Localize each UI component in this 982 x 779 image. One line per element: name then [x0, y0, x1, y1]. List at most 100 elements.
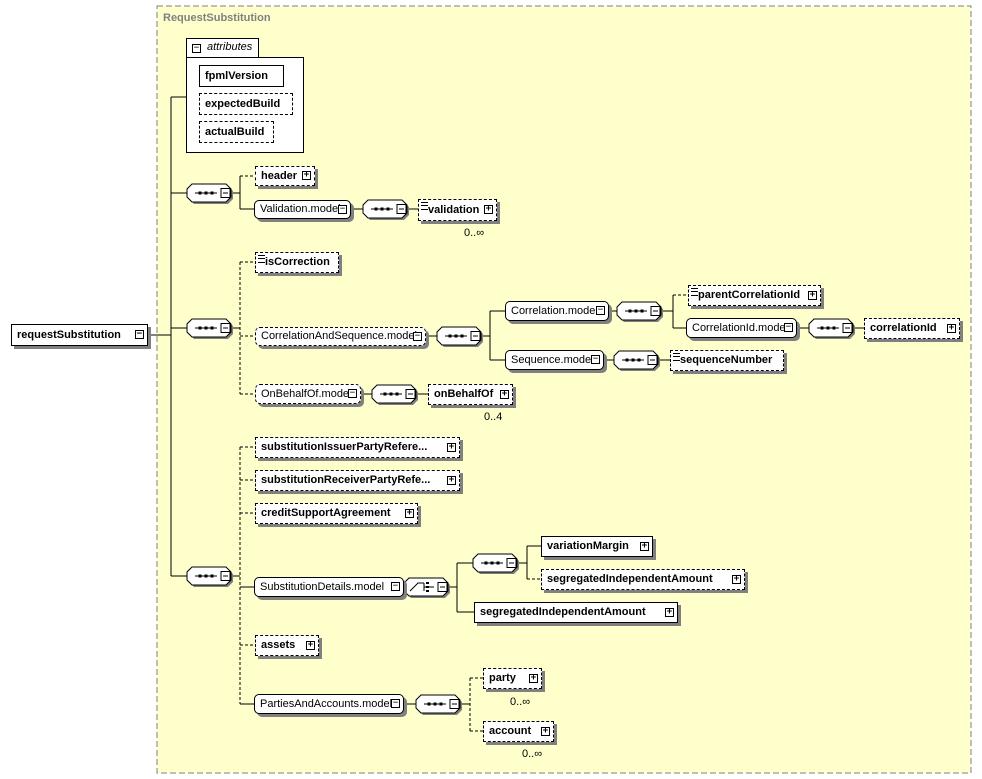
collapse-icon[interactable]: −: [391, 581, 400, 591]
element-variationmargin[interactable]: variationMargin +: [541, 536, 653, 557]
sequence-compositor-icon[interactable]: [808, 318, 855, 339]
element-sequencenumber-label: sequenceNumber: [680, 354, 773, 366]
cardinality-party: 0..∞: [510, 696, 531, 708]
sequence-compositor-icon[interactable]: [371, 384, 418, 405]
element-header[interactable]: header +: [255, 166, 315, 186]
element-correlationid[interactable]: correlationId +: [864, 318, 960, 339]
element-account[interactable]: account +: [483, 721, 554, 742]
compositor-shapes: [186, 183, 855, 715]
expand-icon[interactable]: +: [405, 507, 414, 518]
group-substitutiondetails-model-label: SubstitutionDetails.model: [260, 580, 385, 593]
root-element-label: requestSubstitution: [17, 328, 121, 341]
sequence-compositor-icon[interactable]: [436, 326, 483, 347]
element-onbehalfof-label: onBehalfOf: [434, 388, 494, 400]
group-correlationandsequence-label: CorrelationAndSequence.model: [261, 330, 417, 342]
group-correlationid-model-label: CorrelationId.model: [692, 321, 788, 334]
element-assets[interactable]: assets +: [255, 635, 319, 656]
element-iscorrection[interactable]: isCorrection: [255, 252, 339, 273]
collapse-icon[interactable]: −: [338, 203, 347, 214]
element-receiver-label: substitutionReceiverPartyRefe...: [261, 474, 431, 486]
attribute-actualbuild[interactable]: actualBuild: [199, 121, 274, 143]
element-validation-label: validation: [428, 203, 480, 216]
attributes-tab[interactable]: − attributes: [186, 38, 259, 58]
element-party[interactable]: party +: [483, 668, 542, 689]
expand-icon[interactable]: +: [447, 441, 456, 452]
element-creditsupportagreement[interactable]: creditSupportAgreement +: [255, 503, 418, 524]
element-validation[interactable]: validation +: [418, 199, 497, 221]
simple-content-icon: [258, 255, 265, 263]
expand-icon[interactable]: +: [500, 388, 509, 399]
expand-icon[interactable]: +: [541, 725, 550, 736]
group-validation-model[interactable]: Validation.model −: [254, 200, 351, 219]
attributes-label: attributes: [207, 41, 253, 53]
attribute-fpmlversion[interactable]: fpmlVersion: [199, 65, 284, 87]
group-onbehalfof-model[interactable]: OnBehalfOf.model −: [255, 384, 361, 404]
expand-icon[interactable]: +: [529, 672, 538, 683]
element-substitutionissuerpartyreference[interactable]: substitutionIssuerPartyRefere... +: [255, 437, 460, 458]
cardinality-onbehalfof: 0..4: [484, 411, 503, 423]
composite-title: RequestSubstitution: [163, 12, 271, 24]
collapse-icon[interactable]: −: [784, 322, 793, 332]
expand-icon[interactable]: +: [306, 639, 315, 650]
expand-icon[interactable]: +: [665, 606, 674, 617]
sequence-compositor-icon[interactable]: [415, 694, 462, 715]
group-validation-model-label: Validation.model: [260, 203, 341, 215]
collapse-icon[interactable]: −: [591, 354, 600, 364]
element-header-label: header: [261, 169, 298, 182]
sequence-compositor-icon[interactable]: [362, 199, 409, 220]
group-sequence-model[interactable]: Sequence.model −: [505, 350, 604, 370]
element-onbehalfof[interactable]: onBehalfOf +: [428, 384, 513, 405]
cardinality-validation: 0..∞: [464, 227, 485, 239]
element-party-label: party: [489, 672, 516, 684]
expand-icon[interactable]: +: [484, 204, 493, 214]
collapse-icon[interactable]: −: [135, 329, 144, 339]
element-creditsupportagreement-label: creditSupportAgreement: [261, 507, 391, 519]
element-parentcorrelationid[interactable]: parentCorrelationId +: [688, 285, 821, 306]
element-issuer-label: substitutionIssuerPartyRefere...: [261, 441, 428, 453]
element-segregatedia-label: segregatedIndependentAmount: [480, 606, 646, 618]
sequence-compositor-icon[interactable]: [186, 566, 233, 587]
collapse-icon[interactable]: −: [192, 43, 201, 53]
sequence-compositor-icon[interactable]: [186, 318, 233, 339]
collapse-icon[interactable]: −: [391, 698, 400, 708]
collapse-icon[interactable]: −: [413, 330, 422, 341]
element-correlationid-label: correlationId: [870, 322, 937, 334]
simple-content-icon: [691, 288, 698, 296]
element-iscorrection-label: isCorrection: [265, 256, 330, 268]
sequence-compositor-icon[interactable]: [472, 553, 519, 574]
element-sequencenumber[interactable]: sequenceNumber: [670, 350, 784, 371]
group-onbehalfof-model-label: OnBehalfOf.model: [261, 387, 352, 400]
cardinality-account: 0..∞: [522, 748, 543, 760]
sequence-compositor-icon[interactable]: [616, 301, 663, 322]
sequence-compositor-icon[interactable]: [613, 350, 660, 371]
element-segregatedindependentamount-optional[interactable]: segregatedIndependentAmount +: [541, 569, 745, 590]
sequence-compositor-icon[interactable]: [186, 183, 233, 204]
group-correlationandsequence-model[interactable]: CorrelationAndSequence.model −: [255, 327, 426, 346]
group-substitutiondetails-model[interactable]: SubstitutionDetails.model −: [254, 577, 404, 597]
element-parentcorrelationid-label: parentCorrelationId: [698, 289, 801, 301]
choice-compositor-icon[interactable]: [403, 577, 450, 598]
expand-icon[interactable]: +: [732, 573, 741, 584]
root-element-requestsubstitution[interactable]: requestSubstitution −: [11, 324, 148, 346]
group-partiesandaccounts-model-label: PartiesAndAccounts.model: [260, 697, 393, 710]
expand-icon[interactable]: +: [808, 289, 817, 300]
element-variationmargin-label: variationMargin: [547, 540, 629, 552]
expand-icon[interactable]: +: [947, 322, 956, 333]
simple-content-icon: [673, 353, 680, 361]
attribute-expectedbuild[interactable]: expectedBuild: [199, 93, 293, 115]
collapse-icon[interactable]: −: [596, 305, 605, 315]
expand-icon[interactable]: +: [302, 170, 311, 180]
group-sequence-model-label: Sequence.model: [511, 353, 594, 366]
collapse-icon[interactable]: −: [348, 388, 357, 398]
group-correlation-model-label: Correlation.model: [511, 304, 598, 317]
group-correlation-model[interactable]: Correlation.model −: [505, 301, 609, 321]
expand-icon[interactable]: +: [447, 474, 456, 485]
group-partiesandaccounts-model[interactable]: PartiesAndAccounts.model −: [254, 694, 404, 714]
element-substitutionreceiverpartyreference[interactable]: substitutionReceiverPartyRefe... +: [255, 470, 460, 491]
element-assets-label: assets: [261, 639, 296, 651]
element-segregatedindependentamount[interactable]: segregatedIndependentAmount +: [474, 602, 678, 623]
expand-icon[interactable]: +: [640, 540, 649, 551]
group-correlationid-model[interactable]: CorrelationId.model −: [686, 318, 797, 338]
element-segregatedia-optional-label: segregatedIndependentAmount: [547, 573, 713, 585]
simple-content-icon: [421, 202, 428, 210]
